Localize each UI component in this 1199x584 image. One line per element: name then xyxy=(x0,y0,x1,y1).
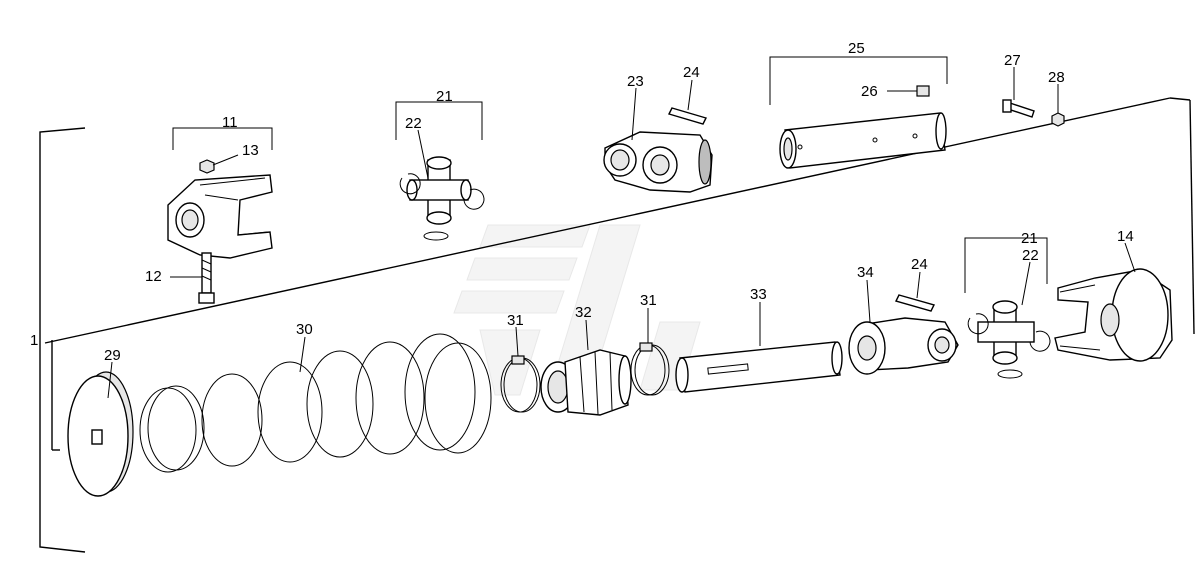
shaft-part-33 xyxy=(675,341,843,393)
pin-part-24-upper xyxy=(667,107,708,125)
assembly-frame xyxy=(39,97,1195,553)
cross-part-22-lower xyxy=(967,300,1051,379)
callout-labels: 1 11 12 13 14 21 21 22 22 23 24 24 25 26… xyxy=(30,40,1134,364)
callout-22-upper: 22 xyxy=(405,115,422,132)
yoke-part-34 xyxy=(848,317,959,375)
bracket-lines xyxy=(172,56,1048,293)
bolt-part-12 xyxy=(198,252,215,304)
callout-23: 23 xyxy=(627,73,644,90)
pin-part-24-lower xyxy=(894,294,936,312)
callout-27: 27 xyxy=(1004,52,1021,69)
watermark-logo xyxy=(453,224,701,396)
callout-1: 1 xyxy=(30,332,38,349)
callout-13: 13 xyxy=(242,142,259,159)
yoke-part-11 xyxy=(167,174,273,259)
disc-part-29 xyxy=(67,371,134,497)
callout-34: 34 xyxy=(857,264,874,281)
callout-29: 29 xyxy=(104,347,121,364)
callout-30: 30 xyxy=(296,321,313,338)
screw-part-26 xyxy=(916,85,930,97)
callout-22-lower: 22 xyxy=(1022,247,1039,264)
tube-part-25 xyxy=(779,112,947,169)
yoke-part-14 xyxy=(1054,268,1173,362)
callout-11: 11 xyxy=(222,114,238,131)
callout-24-upper: 24 xyxy=(683,64,700,81)
cross-part-22-upper xyxy=(399,156,485,241)
callout-12: 12 xyxy=(145,268,162,285)
callout-28: 28 xyxy=(1048,69,1065,86)
yoke-part-23 xyxy=(603,131,713,193)
callout-32: 32 xyxy=(575,304,592,321)
callout-21-upper: 21 xyxy=(436,88,453,105)
nut-part-28 xyxy=(1051,112,1065,127)
leader-lines xyxy=(107,67,1136,399)
callout-31-right: 31 xyxy=(640,292,657,309)
nut-part-13 xyxy=(199,159,215,174)
callout-26: 26 xyxy=(861,83,878,100)
callout-24-lower: 24 xyxy=(911,256,928,273)
bellows-part-32 xyxy=(540,349,632,416)
spring-part-30 xyxy=(139,333,492,473)
callout-33: 33 xyxy=(750,286,767,303)
callout-21-lower: 21 xyxy=(1021,230,1038,247)
callout-31-left: 31 xyxy=(507,312,524,329)
callout-25: 25 xyxy=(848,40,865,57)
bolt-part-27 xyxy=(1002,99,1035,118)
callout-14: 14 xyxy=(1117,228,1134,245)
